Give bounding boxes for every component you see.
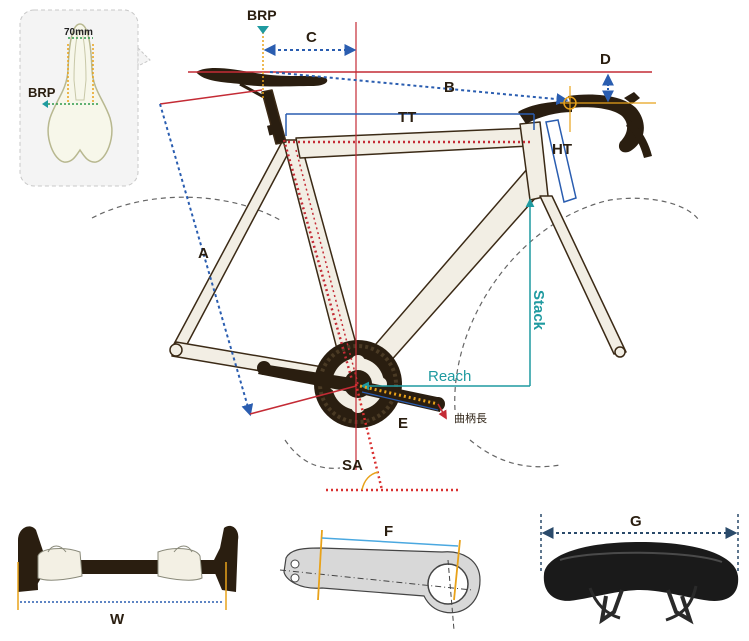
seat-angle-arc (361, 471, 379, 491)
b-measure (269, 71, 569, 106)
seat-post (261, 89, 287, 145)
seat-stay (173, 139, 293, 351)
stack-label: Stack (530, 290, 547, 331)
c-label: C (306, 29, 317, 46)
saddle-rear-shell (543, 542, 739, 601)
ht-label: HT (552, 141, 572, 158)
wheels (91, 196, 701, 469)
tt-label: TT (398, 109, 416, 126)
f-measure (321, 537, 459, 547)
crankset (257, 340, 445, 428)
w-label: W (110, 611, 125, 628)
brp-top-label: BRP (247, 7, 277, 23)
crank-arm-right (352, 380, 442, 412)
crank-arm-left (258, 364, 352, 392)
stem-body (283, 547, 481, 614)
cockpit-side (518, 92, 652, 158)
bike-frame (169, 89, 627, 387)
stem-view: F (279, 523, 481, 631)
crank-length-label: 曲柄長 (454, 412, 487, 425)
d-label: D (600, 51, 611, 68)
saddle-top-outline (47, 23, 113, 163)
f-label: F (384, 523, 393, 540)
b-label: B (444, 79, 455, 96)
brake-hood-left (37, 548, 83, 581)
rear-wheel-arc (91, 196, 281, 221)
inset-brp-label: BRP (28, 85, 56, 100)
ht-measure (545, 119, 577, 203)
fork (539, 195, 627, 355)
brake-hood-right (157, 548, 203, 581)
reach-label: Reach (428, 368, 471, 385)
saddle-rear-view: G (540, 513, 739, 625)
sa-label: SA (342, 457, 363, 474)
saddle-top-view-inset: 70mm BRP (19, 9, 151, 187)
e-label: E (398, 415, 408, 432)
g-label: G (630, 513, 642, 530)
handlebar-front-view: W (17, 525, 239, 628)
saddle-side (196, 68, 328, 87)
crank-length-measure (359, 384, 439, 406)
inset-width-label: 70mm (64, 27, 93, 38)
a-label: A (198, 245, 209, 262)
front-wheel-arc (454, 197, 701, 411)
drop-bar-side (568, 94, 644, 153)
